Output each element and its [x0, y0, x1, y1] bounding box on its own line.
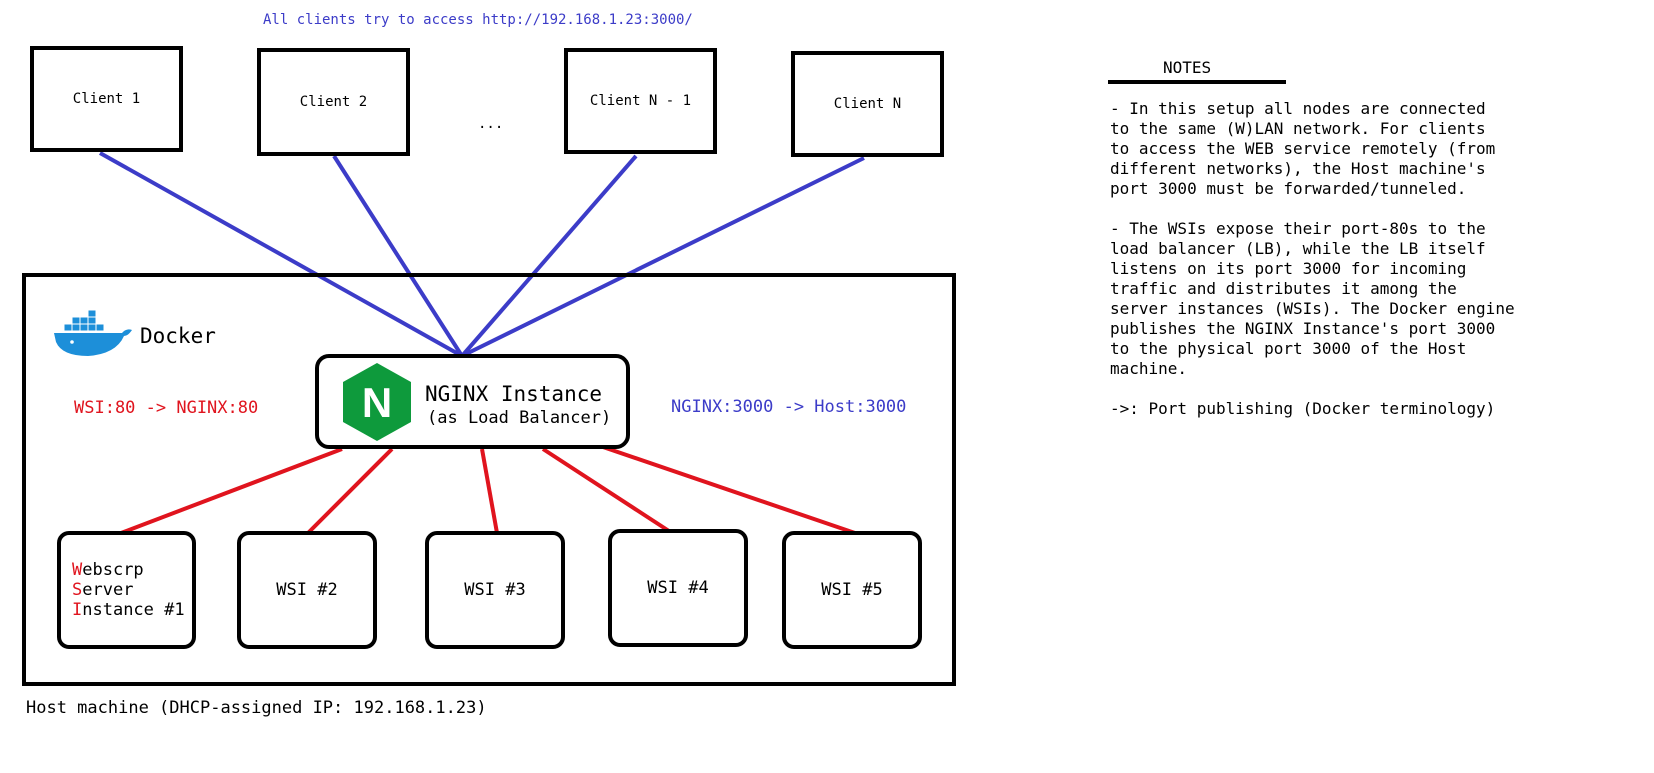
- wsi4-nginx-link: [541, 447, 674, 535]
- wsi-2-label: WSI #2: [276, 580, 338, 600]
- wsi-3-node: WSI #3: [425, 531, 565, 649]
- nginx-logo-icon: N: [341, 362, 413, 446]
- client-2-label: Client 2: [299, 94, 368, 110]
- notes-line: ->: Port publishing (Docker terminology): [1110, 399, 1496, 418]
- client-n-minus-1-node: Client N - 1: [564, 48, 717, 154]
- host-docker-container: [22, 273, 956, 686]
- client-n-minus-1-label: Client N - 1: [589, 93, 692, 109]
- wsi-1-node: Webscrp Server Instance #1: [57, 531, 196, 649]
- client-n-label: Client N: [833, 96, 902, 112]
- client-2-node: Client 2: [257, 48, 410, 156]
- clients-ellipsis: ...: [478, 116, 504, 132]
- notes-line: - The WSIs expose their port-80s to the: [1110, 219, 1486, 238]
- wsi5-nginx-link: [602, 445, 856, 535]
- notes-line: port 3000 must be forwarded/tunneled.: [1110, 179, 1467, 198]
- wsi-5-node: WSI #5: [782, 531, 922, 649]
- notes-legend: ->: Port publishing (Docker terminology): [1110, 399, 1515, 419]
- wsi-1-initial-s: S: [72, 580, 83, 600]
- notes-line: server instances (WSIs). The Docker engi…: [1110, 299, 1515, 318]
- host-machine-label: Host machine (DHCP-assigned IP: 192.168.…: [26, 698, 487, 718]
- notes-line: to access the WEB service remotely (from: [1110, 139, 1496, 158]
- notes-line: - In this setup all nodes are connected: [1110, 99, 1486, 118]
- clientn-nginx-link: [461, 156, 865, 358]
- nginx-logo-letter: N: [362, 379, 392, 426]
- wsi-4-node: WSI #4: [608, 529, 748, 647]
- wsi2-nginx-link: [306, 447, 394, 535]
- notes-title: NOTES: [1163, 58, 1212, 77]
- notes-paragraph-1: - In this setup all nodes are connected …: [1110, 99, 1515, 199]
- notes-line: to the same (W)LAN network. For clients: [1110, 119, 1486, 138]
- client2-nginx-link: [332, 154, 464, 358]
- nginx-subtitle: (as Load Balancer): [427, 408, 612, 428]
- nginx-title: NGINX Instance: [425, 382, 603, 406]
- wsi1-nginx-link: [120, 447, 343, 535]
- notes-line: machine.: [1110, 359, 1188, 378]
- wsi-2-node: WSI #2: [237, 531, 377, 649]
- wsi-1-line-2: erver: [82, 580, 134, 600]
- docker-label: Docker: [140, 324, 216, 348]
- client-1-label: Client 1: [72, 91, 141, 107]
- access-url-annotation: All clients try to access http://192.168…: [263, 12, 693, 28]
- wsi-1-label: Webscrp Server Instance #1: [72, 560, 185, 620]
- notes-line: to the physical port 3000 of the Host: [1110, 339, 1467, 358]
- client-1-node: Client 1: [30, 46, 183, 152]
- nginx-to-host-port-mapping: NGINX:3000 -> Host:3000: [671, 397, 907, 417]
- notes-line: listens on its port 3000 for incoming: [1110, 259, 1467, 278]
- client-n-node: Client N: [791, 51, 944, 157]
- nginx-instance-node: N NGINX Instance (as Load Balancer): [315, 354, 630, 449]
- wsi-4-label: WSI #4: [647, 578, 709, 598]
- wsi-1-initial-i: I: [72, 600, 83, 620]
- notes-body: - In this setup all nodes are connected …: [1110, 99, 1515, 439]
- wsi-1-initial-w: W: [72, 560, 83, 580]
- wsi-to-nginx-port-mapping: WSI:80 -> NGINX:80: [74, 398, 259, 418]
- wsi-3-label: WSI #3: [464, 580, 526, 600]
- docker-icon: [50, 306, 132, 366]
- wsi-5-label: WSI #5: [821, 580, 883, 600]
- notes-title-underline: [1108, 80, 1286, 84]
- notes-paragraph-2: - The WSIs expose their port-80s to the …: [1110, 219, 1515, 379]
- wsi3-nginx-link: [480, 448, 499, 534]
- notes-line: traffic and distributes it among the: [1110, 279, 1457, 298]
- client1-nginx-link: [99, 151, 463, 358]
- notes-line: different networks), the Host machine's: [1110, 159, 1486, 178]
- clientn1-nginx-link: [460, 154, 638, 358]
- notes-line: publishes the NGINX Instance's port 3000: [1110, 319, 1496, 338]
- notes-line: load balancer (LB), while the LB itself: [1110, 239, 1486, 258]
- wsi-1-line-1: ebscrp: [82, 560, 144, 580]
- wsi-1-line-3: nstance #1: [82, 600, 185, 620]
